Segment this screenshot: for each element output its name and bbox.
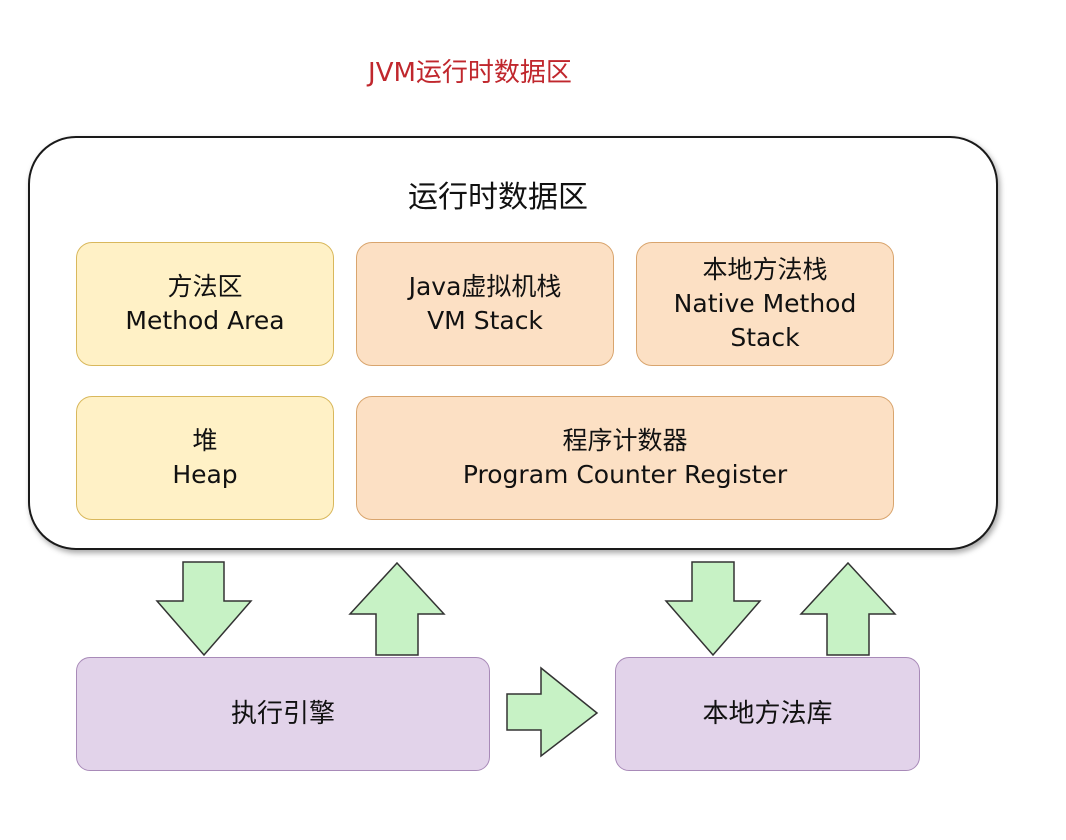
native-method-stack-box: 本地方法栈 Native Method Stack (636, 242, 894, 366)
execution-engine-box: 执行引擎 (76, 657, 490, 771)
method-area-label-en: Method Area (125, 306, 285, 335)
native-stack-label-en-line2: Stack (730, 323, 800, 352)
arrow-up-from-native-library (799, 561, 897, 656)
pc-register-label-en: Program Counter Register (462, 460, 788, 489)
method-area-box: 方法区 Method Area (76, 242, 334, 366)
pc-register-label-zh: 程序计数器 (562, 426, 688, 455)
arrow-down-to-execution-engine (155, 561, 253, 657)
heap-box: 堆 Heap (76, 396, 334, 520)
execution-engine-label: 执行引擎 (230, 699, 335, 729)
heap-label-en: Heap (172, 460, 238, 489)
vm-stack-label-en: VM Stack (427, 306, 543, 335)
vm-stack-label-zh: Java虚拟机栈 (408, 272, 562, 301)
native-method-library-box: 本地方法库 (615, 657, 920, 771)
method-area-label-zh: 方法区 (167, 272, 243, 301)
vm-stack-box: Java虚拟机栈 VM Stack (356, 242, 614, 366)
native-library-label: 本地方法库 (702, 699, 833, 729)
arrow-down-to-native-library (664, 561, 762, 657)
heap-label-zh: 堆 (192, 426, 218, 455)
diagram-title: JVM运行时数据区 (368, 58, 572, 88)
native-stack-label-en-line1: Native Method (673, 289, 857, 318)
arrow-right-engine-to-library (506, 666, 599, 758)
native-stack-label-zh: 本地方法栈 (702, 255, 828, 284)
arrow-up-from-execution-engine (348, 561, 446, 656)
runtime-data-area-title: 运行时数据区 (408, 180, 588, 215)
program-counter-register-box: 程序计数器 Program Counter Register (356, 396, 894, 520)
